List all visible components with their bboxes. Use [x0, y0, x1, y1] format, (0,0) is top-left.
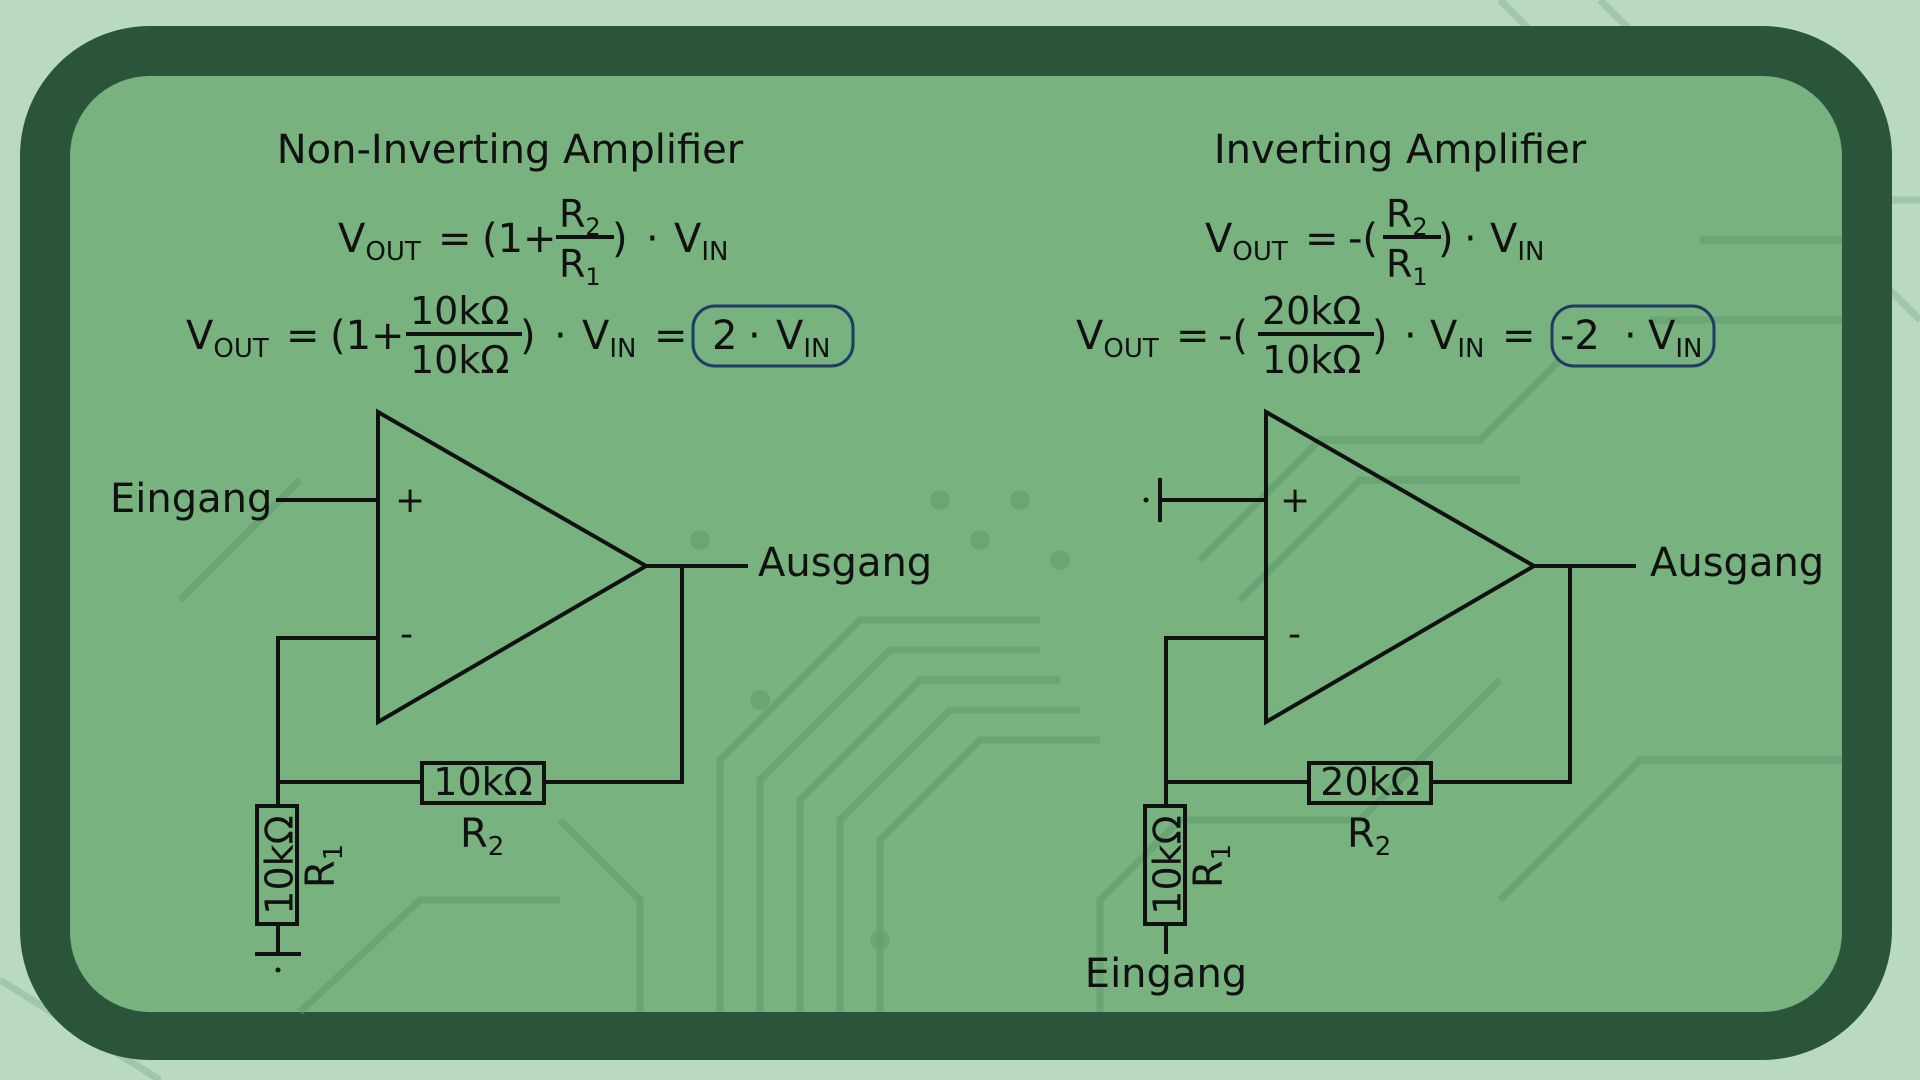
svg-text:VIN: VIN: [674, 216, 729, 267]
svg-text:): ): [1372, 313, 1388, 359]
plus-terminal-label: +: [1280, 480, 1310, 521]
svg-text:-(: -(: [1348, 216, 1378, 262]
svg-text:): ): [520, 313, 536, 359]
svg-text:=: =: [1176, 313, 1210, 359]
svg-text:VOUT: VOUT: [186, 313, 269, 364]
svg-text:=: =: [1305, 216, 1339, 262]
svg-text:): ): [612, 216, 628, 262]
output-label: Ausgang: [758, 540, 932, 586]
ground-dot: [1143, 497, 1149, 503]
inverting-result-highlight: [1550, 304, 1716, 368]
r1-label: R1: [298, 844, 349, 888]
svg-text:(1+: (1+: [482, 216, 557, 262]
op-amp-triangle: [1264, 408, 1538, 726]
minus-terminal-label: -: [400, 614, 413, 655]
svg-text:·: ·: [1624, 313, 1637, 359]
svg-text:=: =: [654, 313, 688, 359]
svg-text:10kΩ: 10kΩ: [410, 338, 509, 382]
ground-dot: [275, 967, 281, 973]
input-label: Eingang: [110, 476, 272, 522]
op-amp-triangle: [376, 408, 650, 726]
svg-text:R2: R2: [1386, 192, 1428, 241]
svg-text:VOUT: VOUT: [338, 216, 421, 267]
svg-text:VOUT: VOUT: [1076, 313, 1159, 364]
plus-terminal-label: +: [395, 480, 425, 521]
svg-text:VIN: VIN: [1648, 313, 1703, 364]
inverting-formula: VOUT = -( R2 R1 ) · VIN: [1205, 192, 1545, 291]
svg-text:·: ·: [1404, 313, 1417, 359]
r1-label: R1: [1186, 844, 1237, 888]
non-inverting-calculation: VOUT = (1+ 10kΩ 10kΩ ) · VIN = 2 · VIN: [186, 289, 855, 382]
r2-label: R2: [1347, 811, 1391, 862]
resistor-r2: [420, 761, 546, 805]
svg-text:VOUT: VOUT: [1205, 216, 1288, 267]
r1-value: 10kΩ: [258, 815, 302, 914]
non-inverting-circuit: + - Eingang Ausgang 10kΩ R2 10kΩ R1: [110, 408, 932, 973]
svg-text:2: 2: [712, 313, 737, 359]
inverting-circuit: + - Ausgang 20kΩ R2 10kΩ R1 Eingang: [1085, 408, 1824, 997]
minus-terminal-label: -: [1288, 614, 1301, 655]
input-label: Eingang: [1085, 951, 1247, 997]
svg-text:10kΩ: 10kΩ: [1262, 338, 1361, 382]
r1-value: 10kΩ: [1146, 815, 1190, 914]
svg-text:·: ·: [748, 313, 761, 359]
svg-text:=: =: [438, 216, 472, 262]
non-inverting-section: Non-Inverting Amplifier VOUT = (1+ R2 R1…: [110, 127, 932, 973]
svg-text:VIN: VIN: [582, 313, 637, 364]
circuit-board-traces: [177, 236, 1842, 1015]
svg-text:VIN: VIN: [776, 313, 831, 364]
output-label: Ausgang: [1650, 540, 1824, 586]
inverting-title: Inverting Amplifier: [1214, 127, 1587, 173]
svg-text:20kΩ: 20kΩ: [1262, 289, 1361, 333]
r2-value: 10kΩ: [433, 760, 532, 804]
r2-label: R2: [460, 811, 504, 862]
svg-text:-2: -2: [1560, 313, 1600, 359]
svg-text:·: ·: [554, 313, 567, 359]
inverting-section: Inverting Amplifier VOUT = -( R2 R1 ) · …: [1076, 127, 1824, 997]
svg-text:-(: -(: [1218, 313, 1248, 359]
non-inverting-result: 2 · VIN: [712, 313, 831, 364]
svg-text:(1+: (1+: [330, 313, 405, 359]
svg-text:): ): [1438, 216, 1454, 262]
non-inverting-title: Non-Inverting Amplifier: [277, 127, 744, 173]
svg-text:VIN: VIN: [1490, 216, 1545, 267]
resistor-r2: [1307, 761, 1433, 805]
svg-text:VIN: VIN: [1430, 313, 1485, 364]
non-inverting-result-highlight: [691, 304, 855, 368]
svg-text:10kΩ: 10kΩ: [410, 289, 509, 333]
svg-text:R1: R1: [1386, 242, 1428, 291]
svg-text:·: ·: [646, 216, 659, 262]
inverting-calculation: VOUT = -( 20kΩ 10kΩ ) · VIN = -2 · VIN: [1076, 289, 1716, 382]
inverting-result: -2 · VIN: [1560, 313, 1703, 364]
svg-text:R1: R1: [559, 242, 601, 291]
non-inverting-formula: VOUT = (1+ R2 R1 ) · VIN: [338, 192, 729, 291]
r2-value: 20kΩ: [1320, 760, 1419, 804]
svg-text:=: =: [286, 313, 320, 359]
svg-text:=: =: [1502, 313, 1536, 359]
svg-text:R2: R2: [559, 192, 601, 241]
svg-text:·: ·: [1464, 216, 1477, 262]
